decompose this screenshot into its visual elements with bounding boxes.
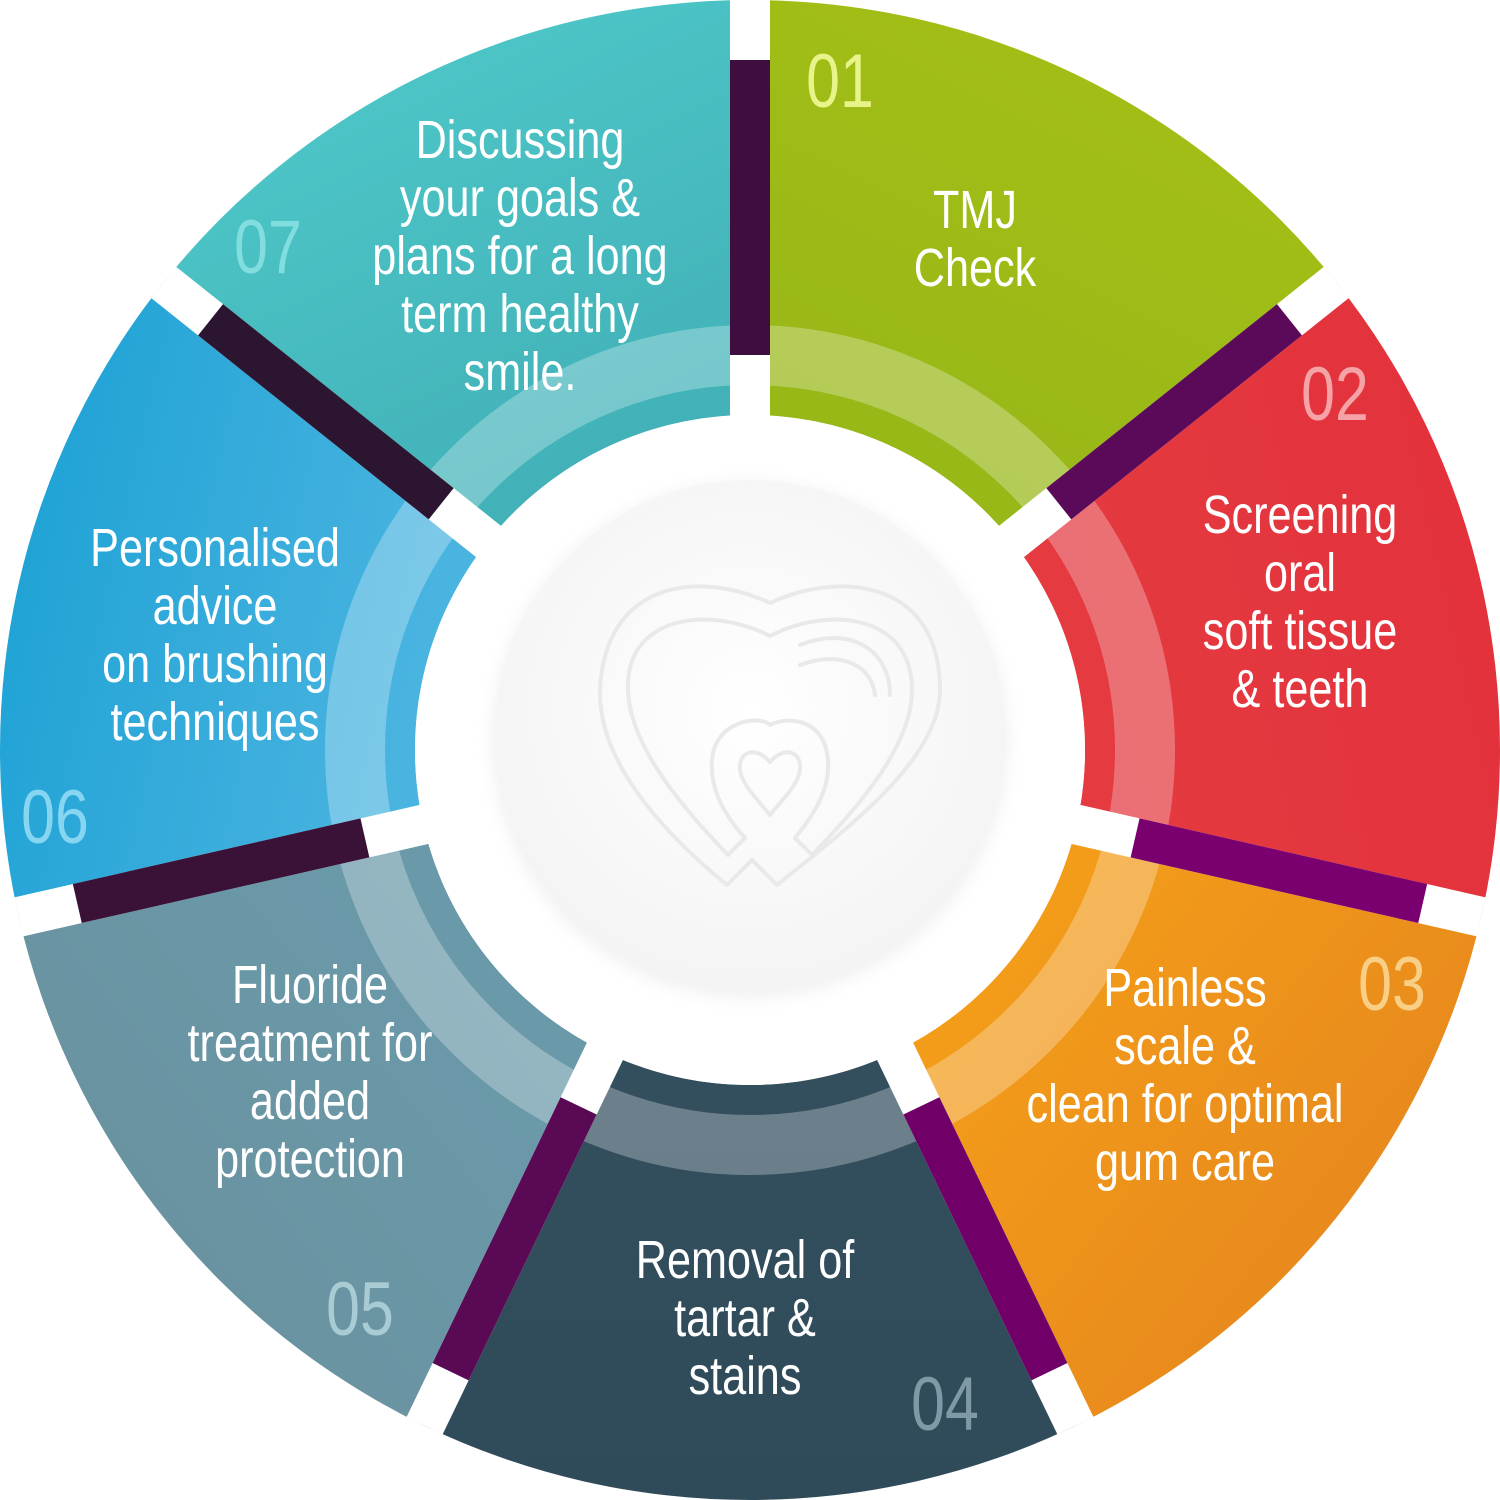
segment-01 <box>750 0 1337 542</box>
label-line: Painless <box>1103 958 1267 1018</box>
divider-stripe <box>1046 304 1302 520</box>
label-line: soft tissue <box>1202 601 1398 661</box>
label-line: techniques <box>110 692 320 752</box>
label-line: & teeth <box>1231 659 1369 719</box>
label-line: treatment for <box>187 1013 433 1073</box>
label-line: Fluoride <box>231 955 389 1015</box>
segment-02 <box>1011 282 1500 917</box>
divider-stripe <box>198 304 454 520</box>
label-line: stains <box>688 1346 802 1406</box>
divider-stripe <box>730 60 770 355</box>
divider-stripe <box>903 1097 1068 1381</box>
label-line: Removal of <box>635 1230 855 1290</box>
label-line: Screening <box>1202 485 1398 545</box>
label-line: plans for a long <box>372 226 668 286</box>
label-line: protection <box>215 1129 405 1189</box>
divider-stripe <box>432 1097 597 1381</box>
segment-number: 04 <box>911 1362 979 1447</box>
label-line: tartar & <box>674 1288 816 1348</box>
label-line: clean for optimal <box>1026 1074 1344 1134</box>
segment-number: 06 <box>21 775 89 860</box>
label-line: Discussing <box>415 110 625 170</box>
segment-03 <box>895 824 1482 1426</box>
segment-number: 02 <box>1301 352 1369 437</box>
divider-stripe <box>72 818 370 924</box>
label-line: smile. <box>463 342 577 402</box>
segment-number: 07 <box>234 205 302 290</box>
divider-stripe <box>1130 818 1428 924</box>
segment-number: 01 <box>806 39 874 124</box>
segment-number: 05 <box>326 1267 394 1352</box>
center-inner-disc <box>495 480 1005 990</box>
label-line: scale & <box>1114 1016 1256 1076</box>
segment-04 <box>424 1051 1076 1500</box>
heart-tooth-logo-icon <box>597 584 942 887</box>
label-line: advice <box>152 576 278 636</box>
label-line: TMJ <box>933 180 1017 240</box>
segment-05 <box>18 824 605 1426</box>
label-line: added <box>249 1071 371 1131</box>
label-line: term healthy <box>401 284 639 344</box>
label-line: oral <box>1263 543 1337 603</box>
segment-07 <box>163 0 750 542</box>
label-line: Personalised <box>90 518 340 578</box>
segment-06 <box>0 282 489 917</box>
label-line: on brushing <box>102 634 328 694</box>
label-line: your goals & <box>399 168 641 228</box>
label-line: gum care <box>1094 1132 1276 1192</box>
label-line: Check <box>913 238 1037 298</box>
segment-number: 03 <box>1358 942 1426 1027</box>
